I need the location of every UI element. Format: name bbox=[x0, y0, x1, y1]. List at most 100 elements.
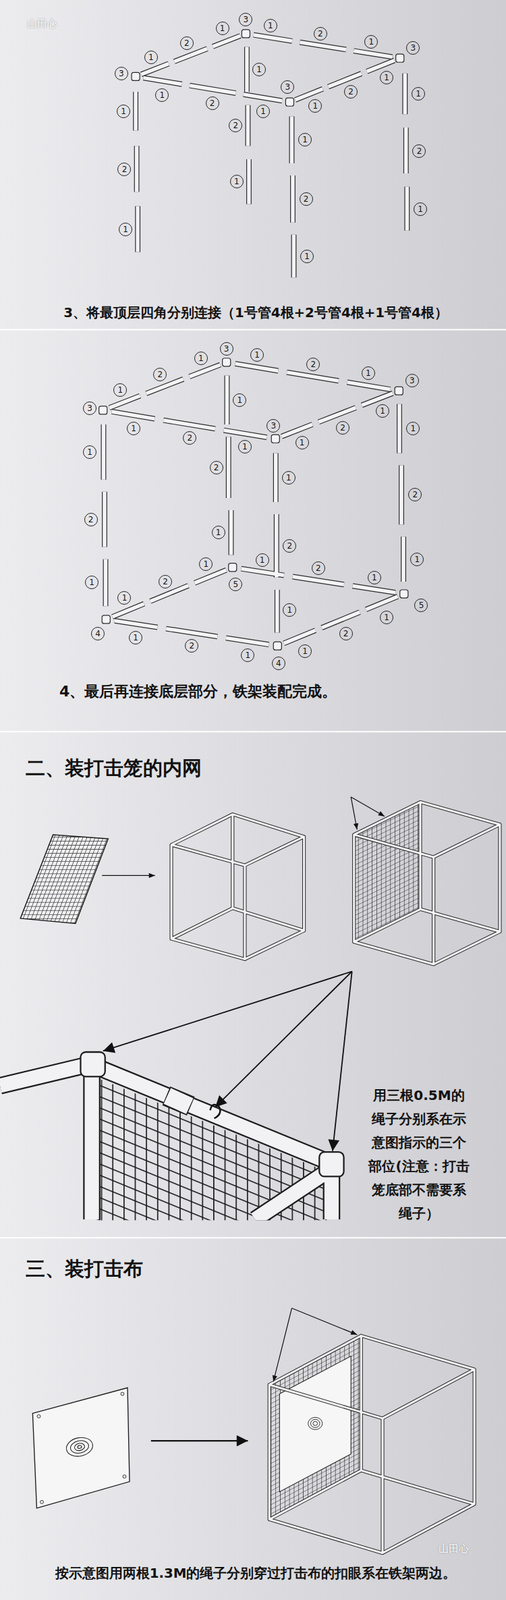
callout-number: 2 bbox=[117, 162, 131, 177]
callout-number: 1 bbox=[379, 70, 394, 85]
corner-fitting bbox=[222, 358, 231, 367]
foot-fitting bbox=[101, 615, 110, 624]
corner-fitting bbox=[271, 434, 280, 443]
grommets bbox=[37, 1391, 127, 1504]
step-caption: 4、最后再连接底层部分，铁架装配完成。 bbox=[59, 681, 337, 702]
callout-number: 3 bbox=[82, 401, 97, 415]
target-ring bbox=[308, 1416, 323, 1429]
callout-number: 2 bbox=[311, 561, 326, 575]
net-sheet bbox=[20, 834, 108, 924]
callout-number: 1 bbox=[282, 470, 296, 485]
pointer-line bbox=[291, 1308, 357, 1335]
corner-fitting bbox=[99, 406, 108, 415]
detail-view bbox=[0, 1051, 345, 1220]
callout-number: 1 bbox=[375, 404, 390, 418]
arrow bbox=[151, 1439, 249, 1442]
pointer-line bbox=[103, 971, 353, 1052]
callout-number: 1 bbox=[199, 557, 213, 571]
target-rings bbox=[308, 1416, 323, 1429]
callout-number: 1 bbox=[113, 383, 127, 397]
frame-outline bbox=[171, 814, 305, 960]
corner-fittings bbox=[131, 29, 405, 106]
callout-number: 2 bbox=[158, 574, 173, 589]
callout-number: 3 bbox=[266, 418, 280, 433]
callout-number: 2 bbox=[339, 626, 353, 641]
callout-number: 2 bbox=[209, 460, 224, 475]
net-on-frame bbox=[354, 802, 421, 942]
callout-number: 2 bbox=[335, 420, 350, 435]
pipe-body bbox=[0, 1063, 337, 1220]
watermark: 山田心 bbox=[26, 17, 58, 31]
target-ring bbox=[310, 1418, 320, 1427]
grommet bbox=[40, 1499, 44, 1504]
note-text: 用三根0.5M的绳子分别系在示意图指示的三个部位(注意：打击笼底部不需要系绳子） bbox=[368, 1083, 470, 1226]
pipe-outline bbox=[0, 1063, 337, 1220]
callout-number: 1 bbox=[144, 50, 158, 65]
callout-number: 3 bbox=[405, 373, 419, 388]
callout-number: 2 bbox=[344, 85, 358, 99]
grommet bbox=[122, 1474, 127, 1479]
section-heading: 三、装打击布 bbox=[25, 1255, 144, 1283]
callout-number: 2 bbox=[228, 118, 243, 133]
arrow bbox=[101, 875, 156, 876]
callout-number: 1 bbox=[308, 99, 322, 113]
callout-number: 1 bbox=[128, 630, 143, 645]
callout-number: 1 bbox=[240, 648, 255, 662]
step-caption: 3、将最顶层四角分别连接（1号管4根+2号管4根+1号管4根） bbox=[2, 303, 506, 322]
frame-body bbox=[354, 802, 500, 965]
pipe-sleeve bbox=[167, 1095, 190, 1106]
callout-number: 2 bbox=[205, 96, 220, 110]
callout-number: 3 bbox=[406, 41, 420, 55]
callout-number: 1 bbox=[300, 249, 314, 264]
callout-number: 1 bbox=[85, 575, 99, 589]
grommet bbox=[37, 1414, 41, 1418]
callout-number: 1 bbox=[256, 104, 270, 119]
net-on-frame bbox=[269, 1335, 361, 1519]
callout-number: 1 bbox=[367, 570, 382, 585]
callout-number: 1 bbox=[155, 88, 169, 102]
corner-fittings bbox=[99, 358, 409, 650]
callout-number: 1 bbox=[263, 18, 278, 33]
watermark: 山田心 bbox=[438, 1542, 469, 1556]
target-ring bbox=[64, 1435, 95, 1459]
pointer-line bbox=[350, 796, 385, 817]
target-ring bbox=[313, 1420, 318, 1425]
foot-fitting bbox=[228, 563, 237, 572]
callout-number: 1 bbox=[282, 603, 297, 617]
grommet bbox=[120, 1391, 125, 1396]
pointer-line bbox=[332, 971, 353, 1151]
net-backing bbox=[20, 834, 108, 924]
callout-number: 2 bbox=[299, 192, 314, 206]
pointer-line bbox=[215, 971, 353, 1108]
callout-number: 1 bbox=[117, 591, 131, 605]
callout-number: 5 bbox=[414, 598, 428, 612]
corner-fitting bbox=[241, 29, 250, 38]
pipe-outline bbox=[135, 35, 407, 278]
callout-number: 1 bbox=[255, 553, 270, 567]
callout-number: 2 bbox=[182, 431, 197, 445]
callout-number: 3 bbox=[280, 80, 295, 94]
pointer-line bbox=[273, 1308, 292, 1382]
section-divider bbox=[0, 1236, 506, 1239]
frame-outline bbox=[354, 802, 500, 965]
callout-number: 1 bbox=[361, 366, 376, 380]
callout-number: 1 bbox=[211, 525, 226, 540]
corner-fitting bbox=[285, 97, 294, 106]
tee-fitting bbox=[319, 1151, 344, 1176]
callout-number: 1 bbox=[364, 35, 378, 49]
target-rings bbox=[64, 1435, 95, 1459]
callout-number: 1 bbox=[118, 222, 133, 237]
callout-number: 4 bbox=[91, 626, 105, 641]
corner-fitting bbox=[394, 386, 403, 395]
section-divider bbox=[0, 730, 506, 733]
callout-number: 5 bbox=[228, 577, 243, 592]
callout-number: 1 bbox=[230, 174, 244, 189]
callout-number: 1 bbox=[116, 104, 131, 119]
callout-number: 1 bbox=[379, 610, 394, 625]
callout-number: 1 bbox=[250, 348, 264, 362]
frame-outline bbox=[269, 1335, 475, 1553]
callout-number: 2 bbox=[180, 36, 194, 50]
callout-number: 4 bbox=[271, 656, 286, 670]
